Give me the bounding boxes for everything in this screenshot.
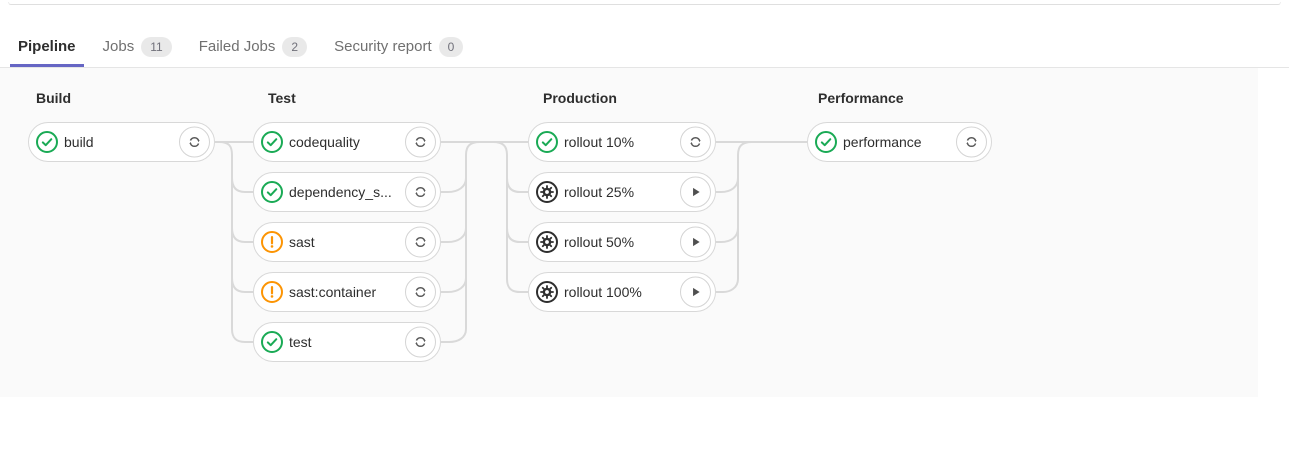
retry-icon bbox=[413, 285, 428, 300]
status-warning-icon bbox=[261, 281, 283, 303]
play-icon bbox=[688, 285, 703, 300]
job-label: rollout 100% bbox=[564, 284, 642, 300]
retry-icon bbox=[413, 185, 428, 200]
tabbar-bottom-border bbox=[0, 67, 1289, 68]
pipeline-graph: Build build Test codequality dependency_s...… bbox=[0, 68, 1258, 397]
security-report-count-badge: 0 bbox=[438, 36, 464, 57]
retry-icon bbox=[413, 135, 428, 150]
retry-icon bbox=[688, 135, 703, 150]
job-label: rollout 10% bbox=[564, 134, 635, 150]
retry-button[interactable] bbox=[179, 126, 210, 158]
job-pill[interactable]: rollout 100% bbox=[528, 272, 716, 312]
retry-icon bbox=[413, 335, 428, 350]
job-pill[interactable]: codequality bbox=[253, 122, 441, 162]
retry-button[interactable] bbox=[680, 126, 711, 158]
play-button[interactable] bbox=[680, 276, 711, 308]
job-label: dependency_s... bbox=[289, 184, 392, 200]
play-icon bbox=[688, 235, 703, 250]
stage-name: Performance bbox=[818, 90, 904, 106]
stage-name: Test bbox=[268, 90, 296, 106]
failed-jobs-count-badge: 2 bbox=[282, 36, 308, 57]
job-label: sast:container bbox=[289, 284, 377, 300]
status-success-icon bbox=[536, 131, 558, 153]
job-label: build bbox=[64, 134, 94, 150]
tab-failed-jobs-label: Failed Jobs bbox=[198, 38, 276, 55]
job-pill[interactable]: test bbox=[253, 322, 441, 362]
status-success-icon bbox=[36, 131, 58, 153]
job-pill[interactable]: rollout 25% bbox=[528, 172, 716, 212]
top-divider bbox=[8, 2, 1281, 5]
tab-security-report[interactable]: Security report 0 bbox=[326, 28, 471, 65]
job-pill[interactable]: sast bbox=[253, 222, 441, 262]
stage-name: Build bbox=[36, 90, 71, 106]
job-pill[interactable]: performance bbox=[807, 122, 992, 162]
job-pill[interactable]: dependency_s... bbox=[253, 172, 441, 212]
status-success-icon bbox=[815, 131, 837, 153]
job-label: rollout 25% bbox=[564, 184, 635, 200]
tab-jobs[interactable]: Jobs 11 bbox=[95, 28, 180, 65]
tab-jobs-label: Jobs bbox=[102, 38, 135, 55]
job-label: test bbox=[289, 334, 312, 350]
tab-failed-jobs[interactable]: Failed Jobs 2 bbox=[191, 28, 315, 65]
retry-button[interactable] bbox=[405, 126, 436, 158]
status-warning-icon bbox=[261, 231, 283, 253]
tab-security-report-label: Security report bbox=[334, 38, 432, 55]
pipeline-tabbar: Pipeline Jobs 11 Failed Jobs 2 Security … bbox=[0, 28, 1289, 68]
jobs-count-badge: 11 bbox=[141, 36, 172, 57]
tab-pipeline-label: Pipeline bbox=[18, 38, 76, 55]
job-pill[interactable]: rollout 10% bbox=[528, 122, 716, 162]
retry-button[interactable] bbox=[405, 176, 436, 208]
status-success-icon bbox=[261, 181, 283, 203]
status-manual-icon bbox=[536, 231, 558, 253]
status-success-icon bbox=[261, 331, 283, 353]
retry-icon bbox=[964, 135, 979, 150]
job-pill[interactable]: sast:container bbox=[253, 272, 441, 312]
job-pill[interactable]: rollout 50% bbox=[528, 222, 716, 262]
status-manual-icon bbox=[536, 181, 558, 203]
play-icon bbox=[688, 185, 703, 200]
retry-button[interactable] bbox=[956, 126, 987, 158]
status-manual-icon bbox=[536, 281, 558, 303]
retry-icon bbox=[413, 235, 428, 250]
tab-pipeline[interactable]: Pipeline bbox=[10, 28, 84, 67]
job-label: performance bbox=[843, 134, 922, 150]
retry-button[interactable] bbox=[405, 326, 436, 358]
job-pill[interactable]: build bbox=[28, 122, 215, 162]
job-label: rollout 50% bbox=[564, 234, 635, 250]
retry-button[interactable] bbox=[405, 226, 436, 258]
status-success-icon bbox=[261, 131, 283, 153]
job-label: sast bbox=[289, 234, 315, 250]
stage-connector-lines bbox=[215, 141, 807, 343]
play-button[interactable] bbox=[680, 226, 711, 258]
retry-icon bbox=[187, 135, 202, 150]
job-label: codequality bbox=[289, 134, 360, 150]
stage-name: Production bbox=[543, 90, 617, 106]
play-button[interactable] bbox=[680, 176, 711, 208]
retry-button[interactable] bbox=[405, 276, 436, 308]
